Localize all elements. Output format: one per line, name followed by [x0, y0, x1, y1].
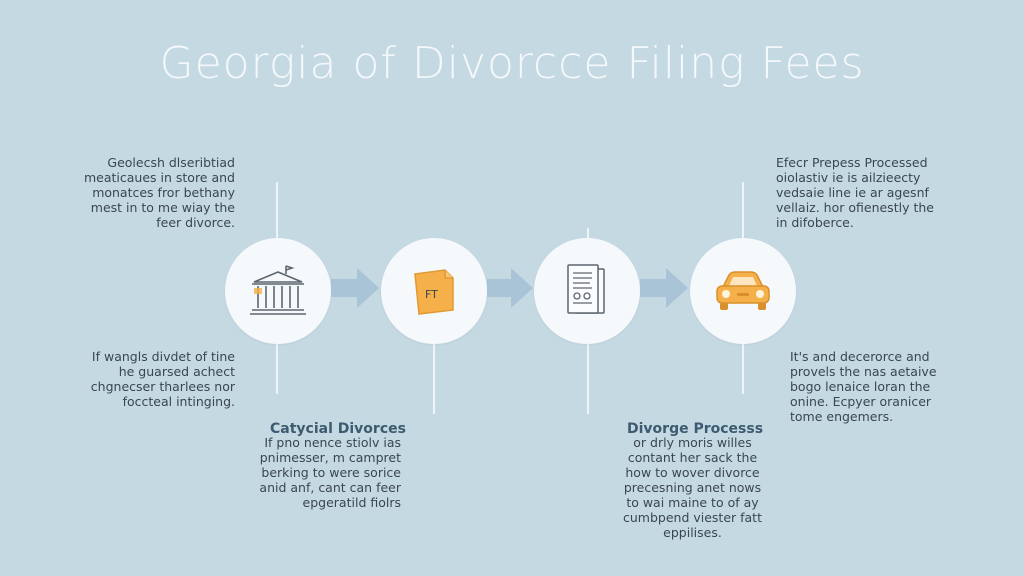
note-line: meaticaues in store and — [83, 170, 235, 185]
note-line: If wangls divdet of tine — [91, 349, 235, 364]
note-line: feer divorce. — [156, 215, 235, 230]
note-line: It's and decerorce and — [790, 349, 930, 364]
note-line: provels the nas aetaive — [790, 364, 937, 379]
section-heading: Divorge Processs — [627, 421, 764, 437]
filed-papers-icon — [567, 264, 605, 314]
page-title: Georgia of Divorcce Filing Fees — [159, 38, 865, 89]
connector-line-top-1 — [276, 182, 278, 242]
section-line: epgeratild fiolrs — [302, 495, 401, 510]
section-line: or drly moris willes — [633, 435, 752, 450]
note-line: onine. Ecpyer oranicer — [790, 394, 932, 409]
section-line: contant her sack the — [627, 450, 758, 465]
step-4-circle — [690, 238, 796, 344]
step-2-circle: FT — [381, 238, 487, 344]
section-line: cumbpend viester fatt — [622, 510, 762, 525]
note-line: chgnecser tharlees nor — [90, 379, 235, 394]
connector-line-bottom-3 — [587, 342, 589, 414]
section-line: eppilises. — [663, 525, 722, 540]
note-bottom-right: It's and decerorce and provels the nas a… — [790, 349, 960, 424]
note-line: he guarsed achect — [118, 364, 235, 379]
note-top-right: Efecr Prepess Processed oiolastiv ie is … — [776, 155, 956, 230]
section-body: If pno nence stiolv ias pnimesser, m cam… — [236, 435, 401, 510]
fee-document-label: FT — [425, 288, 438, 301]
connector-line-bottom-2 — [433, 342, 435, 414]
section-body: or drly moris willes contant her sack th… — [615, 435, 770, 540]
note-line: tome engemers. — [790, 409, 894, 424]
arrow-right-icon — [487, 268, 533, 308]
note-line: mest in to me wiay the — [90, 200, 235, 215]
note-line: monatces fror bethany — [92, 185, 235, 200]
section-line: berking to were sorice — [261, 465, 401, 480]
connector-line-bottom-4 — [742, 344, 744, 394]
section-line: anid anf, cant can feer — [259, 480, 401, 495]
car-icon — [716, 271, 770, 310]
section-line: precesning anet nows — [623, 480, 762, 495]
step-3-circle — [534, 238, 640, 344]
step-1-circle — [225, 238, 331, 344]
arrow-right-icon — [640, 268, 688, 308]
note-line: in difoberce. — [776, 215, 854, 230]
note-line: foccteal intinging. — [122, 394, 235, 409]
section-line: If pno nence stiolv ias — [264, 435, 401, 450]
note-top-left: Geolecsh dlseribtiad meaticaues in store… — [60, 155, 235, 230]
section-line: pnimesser, m campret — [259, 450, 401, 465]
section-heading: Catycial Divorces — [270, 421, 406, 437]
note-bottom-left: If wangls divdet of tine he guarsed ache… — [60, 349, 235, 409]
note-line: Efecr Prepess Processed — [776, 155, 928, 170]
note-line: vellaiz. hor ofienestly the — [776, 200, 934, 215]
connector-line-top-3 — [587, 228, 589, 242]
section-line: to wai maine to of ay — [626, 495, 759, 510]
connector-line-top-4 — [742, 182, 744, 238]
note-line: oiolastiv ie is ailzieecty — [776, 170, 921, 185]
connector-line-bottom-1 — [276, 342, 278, 394]
courthouse-icon — [250, 265, 306, 315]
note-line: bogo lenaice loran the — [790, 379, 931, 394]
note-line: Geolecsh dlseribtiad — [107, 155, 235, 170]
arrow-right-icon — [331, 268, 379, 308]
fee-document-icon: FT — [414, 269, 454, 315]
note-line: vedsaie line ie ar agesnf — [776, 185, 929, 200]
section-line: how to wover divorce — [625, 465, 760, 480]
